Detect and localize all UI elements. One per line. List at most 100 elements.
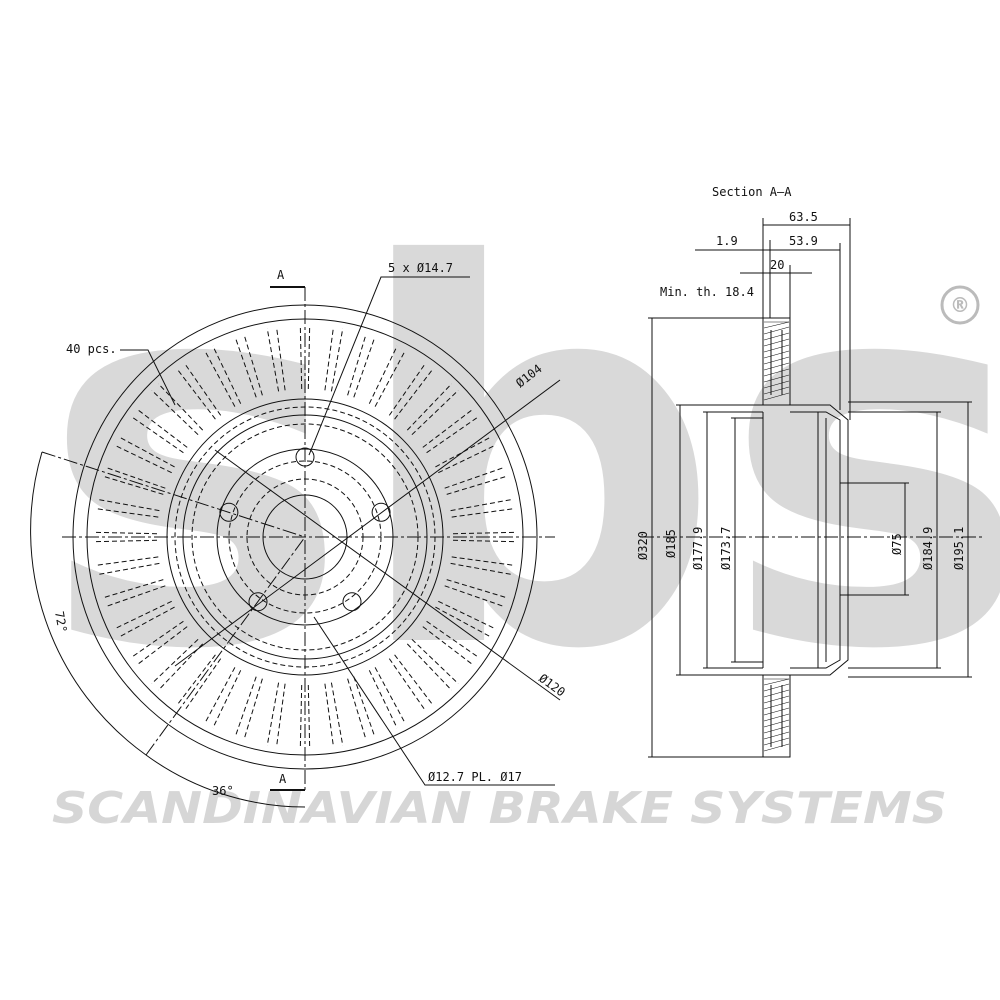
vane-line bbox=[158, 643, 204, 691]
vane-line bbox=[452, 539, 517, 543]
vane-line bbox=[406, 643, 452, 691]
vane-line bbox=[266, 328, 280, 392]
vane-line bbox=[438, 444, 497, 474]
vane-line bbox=[266, 682, 280, 746]
hatch-line bbox=[763, 743, 790, 752]
hatch-line bbox=[763, 392, 790, 401]
vane-line bbox=[96, 562, 160, 576]
hatch-line bbox=[763, 707, 790, 716]
vane-line bbox=[324, 326, 334, 391]
angle-line-72 bbox=[41, 451, 306, 538]
vane-line bbox=[438, 600, 497, 630]
vane-line bbox=[411, 638, 459, 684]
hatch-line bbox=[763, 725, 790, 734]
vane-line bbox=[450, 562, 514, 576]
vane-line bbox=[151, 638, 199, 684]
vane-line bbox=[388, 658, 427, 712]
section-hatching bbox=[763, 321, 790, 752]
vane-line bbox=[183, 362, 222, 416]
vane-line bbox=[374, 350, 406, 407]
vane-line bbox=[130, 415, 184, 454]
dim-offset: 1.9 bbox=[716, 234, 738, 248]
vane-line bbox=[374, 667, 406, 724]
vane-line bbox=[276, 326, 286, 391]
angle-36-label: 36° bbox=[212, 784, 234, 798]
tagline: SCANDINAVIAN BRAKE SYSTEMS bbox=[52, 783, 947, 834]
vane-line bbox=[276, 683, 286, 748]
vane-line bbox=[330, 682, 344, 746]
dim-thickness: 20 bbox=[770, 258, 784, 272]
section-mark-bottom: A bbox=[279, 772, 287, 786]
vane-line bbox=[394, 654, 434, 707]
hatch-line bbox=[763, 326, 790, 335]
vane-line bbox=[204, 350, 236, 407]
hatch-line bbox=[763, 386, 790, 395]
hatch-line bbox=[763, 368, 790, 377]
vanes-leader bbox=[120, 349, 176, 406]
vane-line bbox=[212, 670, 242, 729]
vane-line bbox=[176, 367, 216, 420]
hatch-line bbox=[763, 701, 790, 710]
vane-line bbox=[450, 498, 514, 512]
bolt-hole bbox=[219, 502, 239, 522]
vane-line bbox=[444, 466, 506, 489]
front-view: A A 72° 36° 40 pcs. 5 x Ø14.7 Ø104 Ø120 … bbox=[30, 261, 568, 808]
hatch-line bbox=[763, 713, 790, 722]
vane-line bbox=[446, 579, 509, 599]
min-thickness: Min. th. 18.4 bbox=[660, 285, 754, 299]
hat-profile-lower bbox=[790, 594, 849, 676]
vane-line bbox=[94, 508, 159, 518]
bolt-holes-leader bbox=[308, 276, 470, 456]
vane-line bbox=[426, 620, 480, 659]
dia-center-bore: Ø75 bbox=[890, 533, 904, 555]
vane-line bbox=[183, 658, 222, 712]
bolt-hole bbox=[248, 592, 268, 612]
vane-line bbox=[243, 333, 263, 396]
bolt-holes bbox=[219, 447, 391, 612]
bolt-hole bbox=[371, 502, 391, 522]
dim-total-width: 63.5 bbox=[789, 210, 818, 224]
hatch-line bbox=[763, 380, 790, 389]
hatch-line bbox=[763, 356, 790, 365]
vane-line bbox=[104, 585, 166, 608]
sbs-watermark-logo: sbs bbox=[40, 157, 1000, 763]
vane-line bbox=[406, 383, 452, 431]
vane-line bbox=[176, 654, 216, 707]
angle-arc-36 bbox=[145, 754, 306, 808]
vane-line bbox=[368, 670, 398, 729]
bolt-holes-label: 5 x Ø14.7 bbox=[388, 261, 453, 275]
vane-line bbox=[451, 508, 516, 518]
vane-line bbox=[130, 620, 184, 659]
vane-line bbox=[151, 390, 199, 436]
dia-outer: Ø320 bbox=[636, 531, 650, 560]
vane-line bbox=[422, 408, 475, 448]
vane-line bbox=[347, 333, 367, 396]
dia-drum-2: Ø173.7 bbox=[719, 527, 733, 570]
vane-line bbox=[353, 676, 376, 738]
bolt-hole bbox=[342, 592, 362, 612]
aux-holes-label: Ø12.7 PL. Ø17 bbox=[428, 770, 522, 784]
hat-profile-upper bbox=[790, 404, 849, 484]
friction-ring-lower bbox=[762, 674, 791, 758]
hatch-line bbox=[763, 350, 790, 359]
vane-line bbox=[444, 585, 506, 608]
logo-text: sbs bbox=[40, 157, 1000, 763]
aux-holes-leader bbox=[313, 616, 555, 786]
vane-line bbox=[330, 328, 344, 392]
hatch-line bbox=[763, 374, 790, 383]
vane-line bbox=[212, 345, 242, 404]
vane-line bbox=[94, 556, 159, 566]
hatch-line bbox=[763, 695, 790, 704]
hatch-line bbox=[763, 731, 790, 740]
hatch-line bbox=[763, 678, 790, 686]
vane-line bbox=[135, 408, 188, 448]
vane-line bbox=[93, 539, 158, 543]
vane-line bbox=[388, 362, 427, 416]
vane-line bbox=[435, 436, 492, 468]
vane-line bbox=[158, 383, 204, 431]
section-mark-top: A bbox=[277, 268, 285, 282]
vane-line bbox=[411, 390, 459, 436]
hatch-line bbox=[763, 683, 790, 692]
